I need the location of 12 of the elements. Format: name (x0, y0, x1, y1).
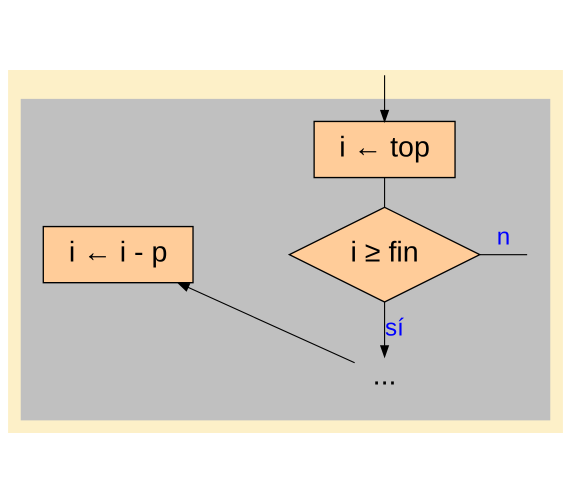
arrow (380, 302, 390, 358)
edge-label: n (496, 223, 510, 250)
node-text: ... (372, 359, 397, 392)
connector (480, 254, 528, 256)
arrow (176, 282, 355, 364)
edge-label: sí (385, 314, 404, 342)
connector (384, 178, 386, 208)
node-diamond: i ≥ fin (288, 206, 482, 303)
node-box: i ← i - p (42, 226, 194, 284)
arrow (380, 75, 390, 124)
node-box: i ← top (313, 120, 456, 178)
cluster (20, 98, 550, 420)
